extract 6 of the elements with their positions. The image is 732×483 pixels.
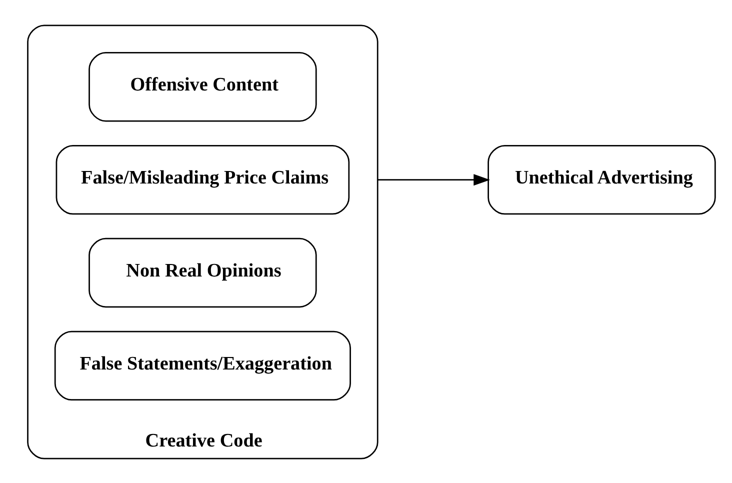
arrow — [378, 174, 490, 186]
node-box: False Statements/Exaggeration — [54, 330, 351, 400]
node-box: False/Misleading Price Claims — [56, 144, 350, 214]
node-box: Unethical Advertising — [488, 144, 716, 214]
node-box: Offensive Content — [88, 52, 317, 122]
node-box: Non Real Opinions — [88, 237, 317, 308]
